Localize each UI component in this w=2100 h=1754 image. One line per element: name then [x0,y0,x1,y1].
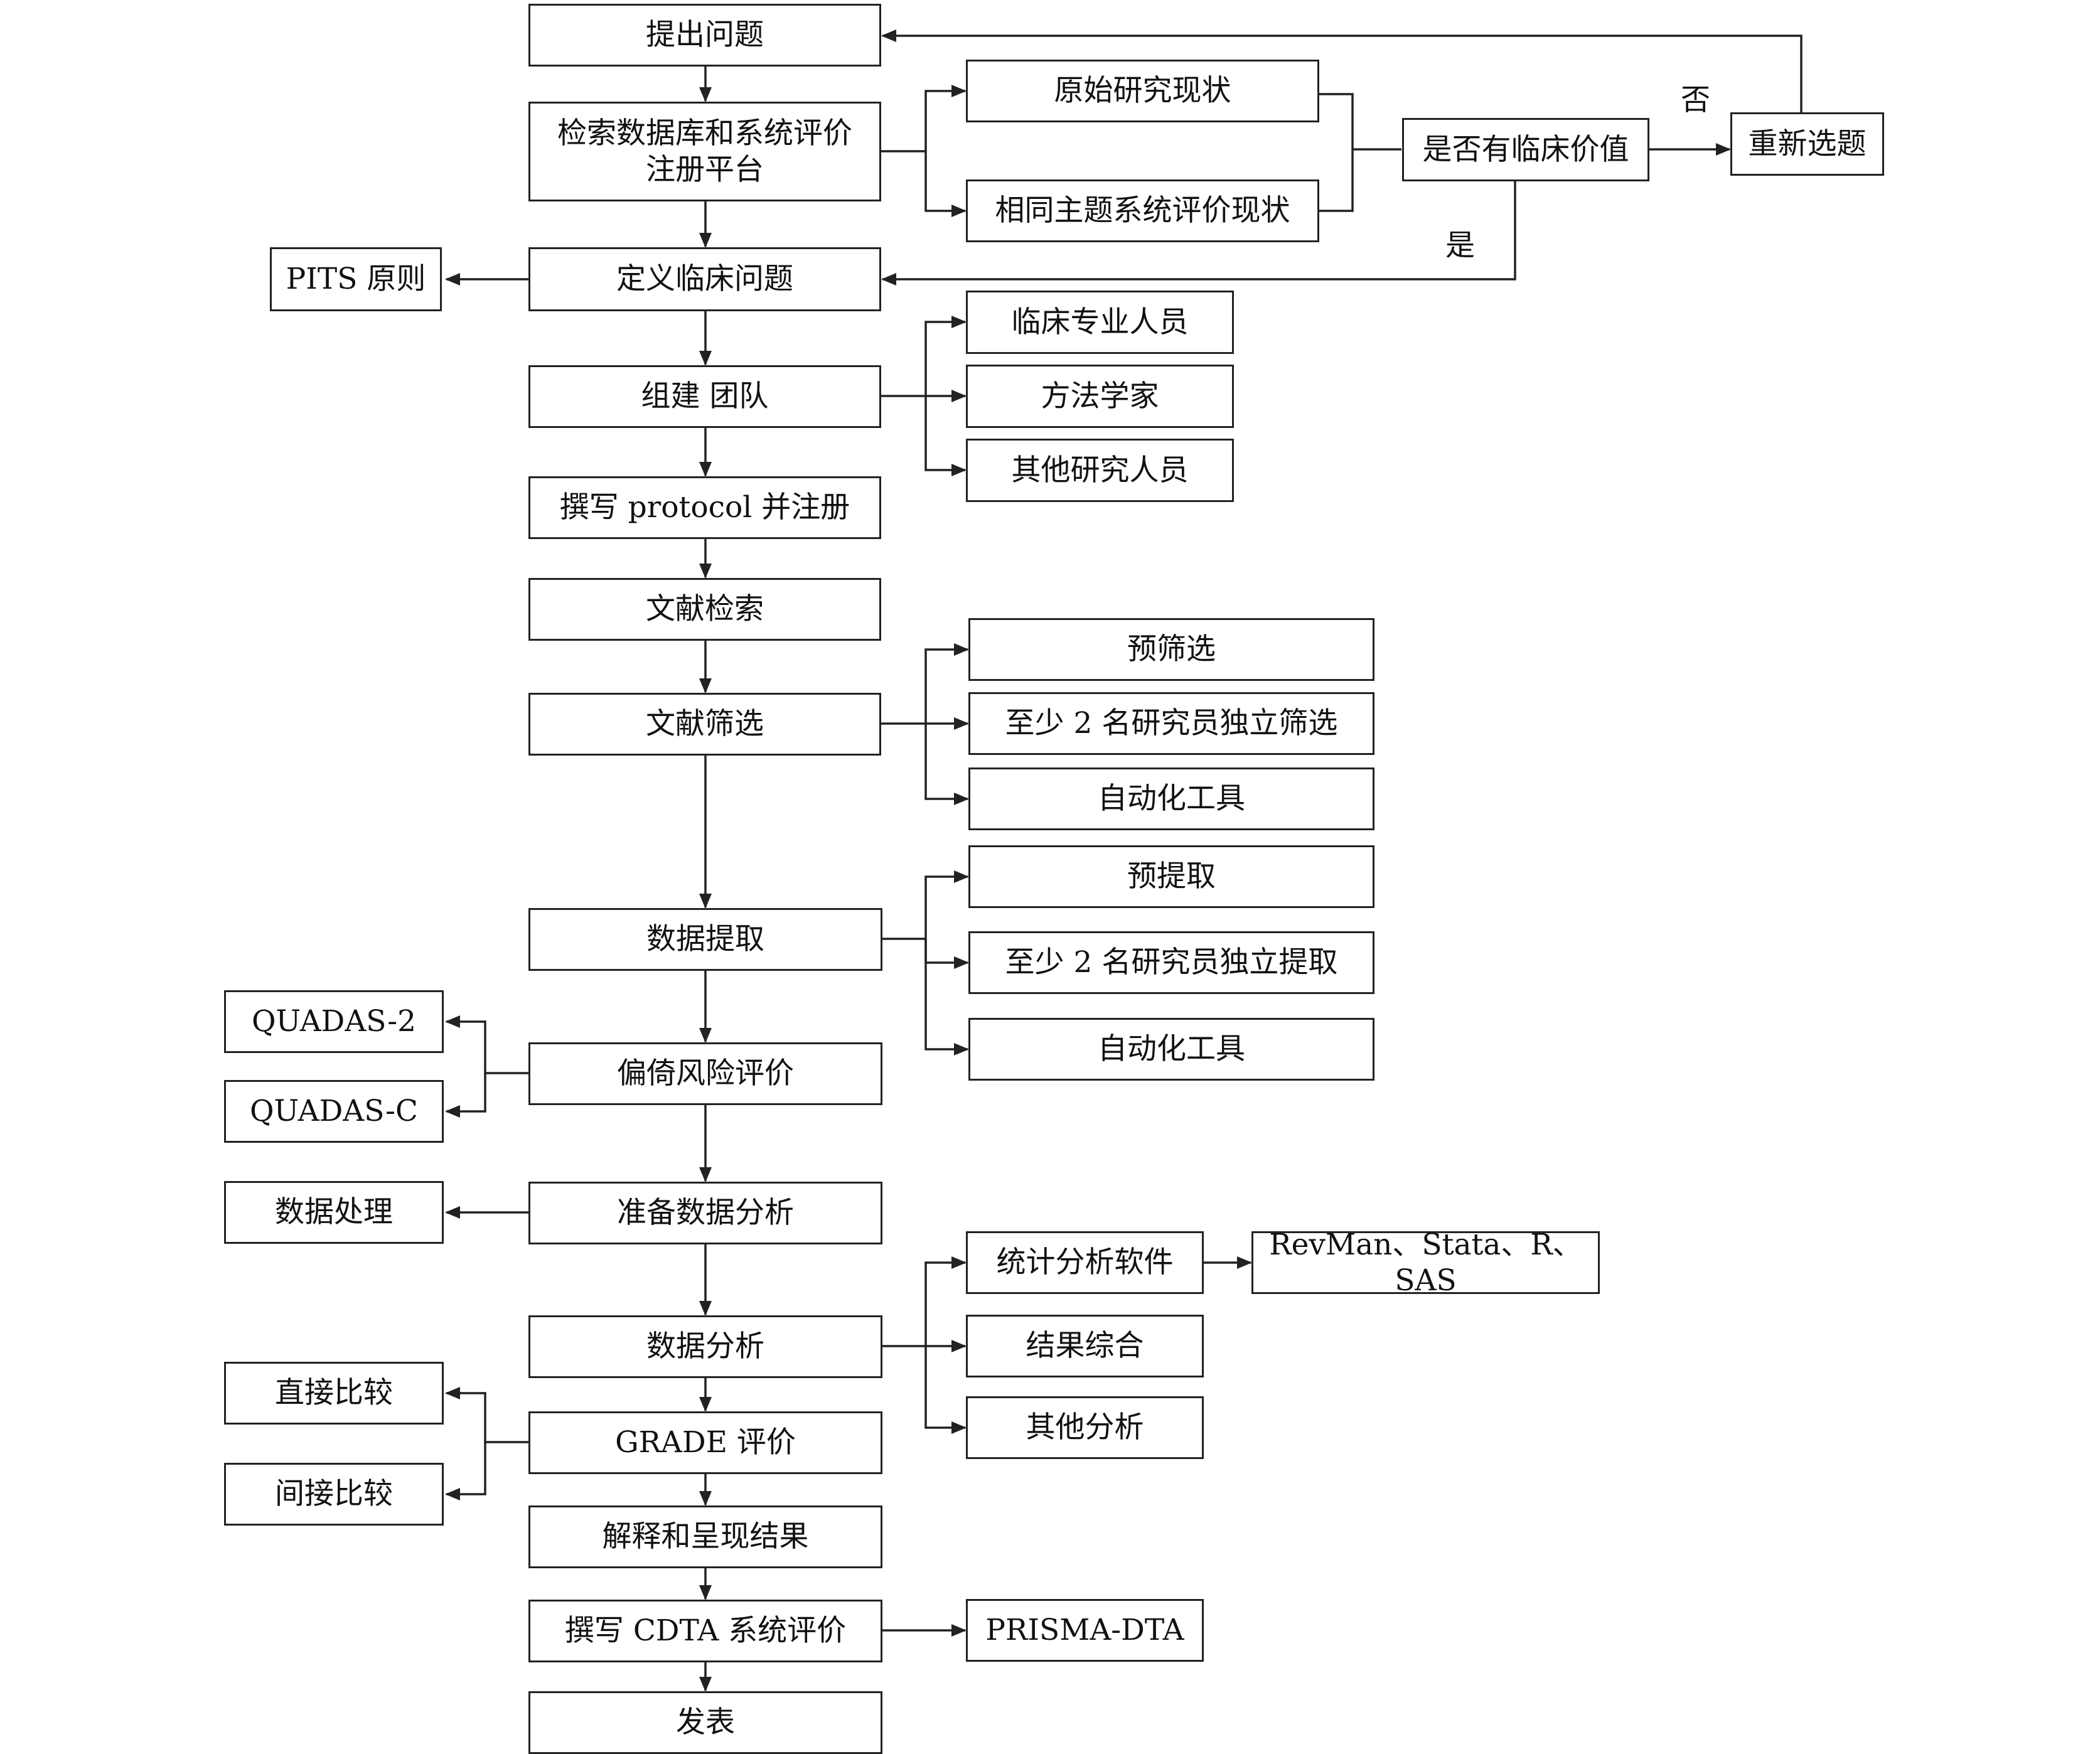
node-grade: GRADE 评价 [528,1411,882,1474]
node-other-researchers: 其他研究人员 [966,439,1234,502]
node-auto-tool-extract: 自动化工具 [968,1018,1374,1081]
node-methodologist: 方法学家 [966,365,1234,428]
node-result-synthesis: 结果综合 [966,1315,1204,1377]
node-ask-question: 提出问题 [528,4,881,67]
node-data-analysis: 数据分析 [528,1315,882,1378]
branch-screen [881,643,969,725]
branch-extract [881,870,969,940]
node-pre-screen: 预筛选 [968,618,1374,681]
node-quadas-c: QUADAS-C [224,1080,444,1143]
node-direct-comparison: 直接比较 [224,1362,444,1425]
branch-bias [445,1015,528,1074]
node-lit-search: 文献检索 [528,578,881,641]
node-write-protocol: 撰写 protocol 并注册 [528,476,881,539]
node-publish: 发表 [528,1691,882,1754]
label-yes: 是 [1445,228,1475,263]
node-quadas-2: QUADAS-2 [224,990,444,1053]
arrow-value-to-define [881,181,1516,286]
node-indirect-comparison: 间接比较 [224,1463,444,1526]
merge-to-clinical-value [1319,93,1354,212]
node-pre-extract: 预提取 [968,845,1374,908]
node-data-processing: 数据处理 [224,1181,444,1244]
node-prisma-dta: PRISMA-DTA [966,1599,1204,1662]
node-lit-screen: 文献筛选 [528,693,881,756]
branch-grade [445,1387,528,1443]
node-build-team: 组建 团队 [528,365,881,428]
node-clinical-value: 是否有临床价值 [1402,118,1649,181]
node-software-list: RevMan、Stata、R、SAS [1251,1227,1600,1298]
node-original-status: 原始研究现状 [966,60,1319,122]
node-auto-tool-screen: 自动化工具 [968,767,1374,830]
node-reselect-topic: 重新选题 [1730,112,1884,176]
node-data-extract: 数据提取 [528,908,882,971]
branch-search-status [881,85,967,152]
node-clinical-staff: 临床专业人员 [966,291,1234,354]
node-bias-eval: 偏倚风险评价 [528,1042,882,1105]
node-stat-software: 统计分析软件 [966,1231,1204,1294]
node-prep-analysis: 准备数据分析 [528,1182,882,1244]
node-other-analysis: 其他分析 [966,1396,1204,1459]
node-two-screen: 至少 2 名研究员独立筛选 [968,692,1374,755]
branch-analysis [881,1256,967,1347]
arrow-reselect-to-ask [881,29,1803,113]
node-write-cdta: 撰写 CDTA 系统评价 [528,1600,882,1662]
node-pits: PITS 原则 [270,247,442,311]
node-interpret: 解释和呈现结果 [528,1505,882,1568]
node-same-topic-status: 相同主题系统评价现状 [966,179,1319,242]
node-search-database: 检索数据库和系统评价注册平台 [528,102,881,201]
node-two-extract: 至少 2 名研究员独立提取 [968,931,1374,994]
label-no: 否 [1681,83,1710,117]
node-define-question: 定义临床问题 [528,247,881,311]
branch-team [881,316,967,397]
